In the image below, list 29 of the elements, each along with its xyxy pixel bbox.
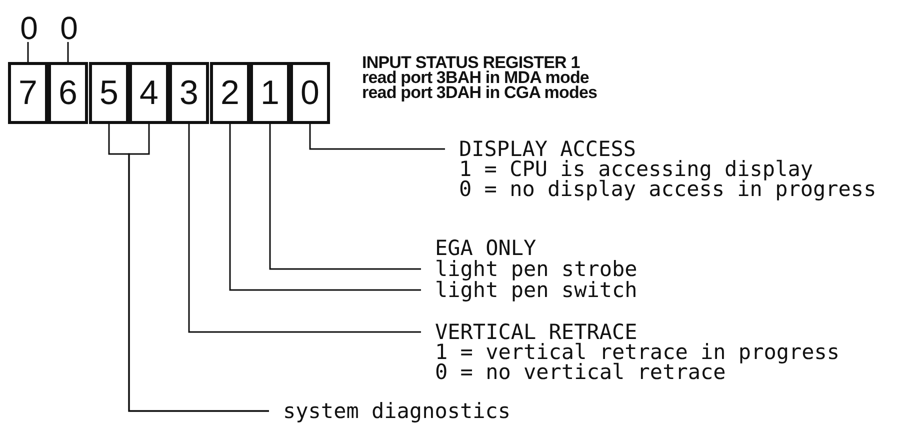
bit-cell: 1 [250,62,290,124]
bit-cell: 5 [89,62,129,124]
bit-cell: 3 [169,62,209,124]
bit-value: 0 [57,14,81,42]
bit-value: 0 [17,14,41,42]
bit-cell: 2 [210,62,250,124]
field-description: 0 = no vertical retrace [435,362,727,382]
field-description: 1 = CPU is accessing display [459,159,814,179]
group-heading: EGA ONLY [435,238,536,258]
field-description: 0 = no display access in progress [459,179,876,199]
leader-line [27,42,29,62]
port-note: read port 3BAH in MDA mode [362,70,589,85]
bit-cell: 4 [129,62,169,124]
bit-cell: 7 [8,62,48,124]
field-description: light pen strobe [421,259,638,279]
port-note: read port 3DAH in CGA modes [362,85,598,100]
leader-line [67,42,69,62]
field-heading: VERTICAL RETRACE [435,322,638,342]
bit-cell: 6 [48,62,88,124]
field-description: system diagnostics [269,401,511,421]
leader-line [269,124,421,270]
leader-line [229,124,421,291]
field-description: light pen switch [421,280,638,300]
field-description: 1 = vertical retrace in progress [435,342,840,362]
bit-cell: 0 [290,62,330,124]
leader-line [309,124,445,150]
leader-line [188,124,421,333]
field-heading: DISPLAY ACCESS [459,139,636,159]
register-title: INPUT STATUS REGISTER 1 [362,55,580,70]
